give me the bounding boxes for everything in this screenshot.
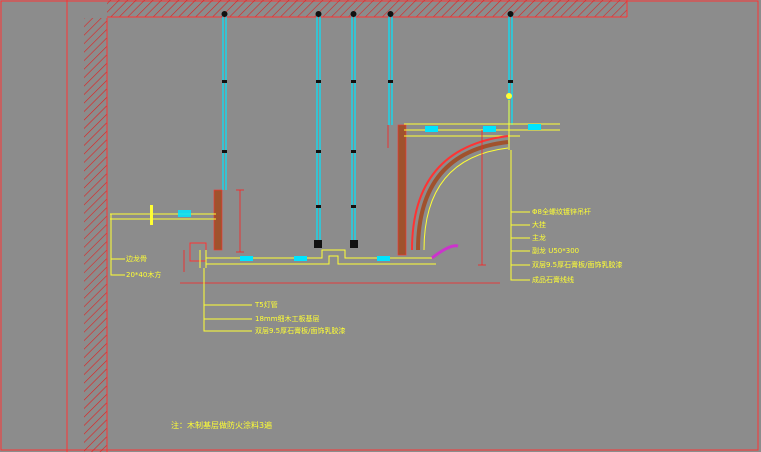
left-ceiling-drop: [110, 189, 223, 268]
callout-threaded-rod: Φ8全螺纹镀锌吊杆: [532, 208, 591, 216]
callout-plywood-base: 18mm细木工板基层: [255, 315, 320, 323]
left-wall: [66, 0, 108, 452]
callout-main-hanger: 大挂: [532, 221, 546, 229]
right-raised-section: [397, 93, 560, 260]
callout-edge-keel: 边龙骨: [126, 255, 147, 263]
hanger-rods: [222, 12, 513, 240]
callout-main-keel: 主龙: [532, 234, 546, 242]
main-ceiling-board: [206, 240, 436, 265]
callout-wood-strip: 20*40木方: [126, 271, 162, 279]
callout-plaster-molding: 成品石膏线线: [532, 276, 574, 284]
drawing-note: 注：木制基层做防火涂料3遍: [171, 421, 273, 430]
hanger-anchors: [221, 11, 514, 208]
dimension-lines: [180, 125, 500, 284]
callout-t5-lamp: T5灯管: [255, 301, 278, 309]
callout-sub-keel: 副龙 U50*300: [532, 247, 580, 255]
callout-gypsum-board-right: 双层9.5厚石膏板/面饰乳胶漆: [532, 261, 623, 269]
ceiling-slab: [107, 0, 628, 18]
callout-leaders: [110, 150, 530, 332]
callout-gypsum-board: 双层9.5厚石膏板/面饰乳胶漆: [255, 327, 346, 335]
